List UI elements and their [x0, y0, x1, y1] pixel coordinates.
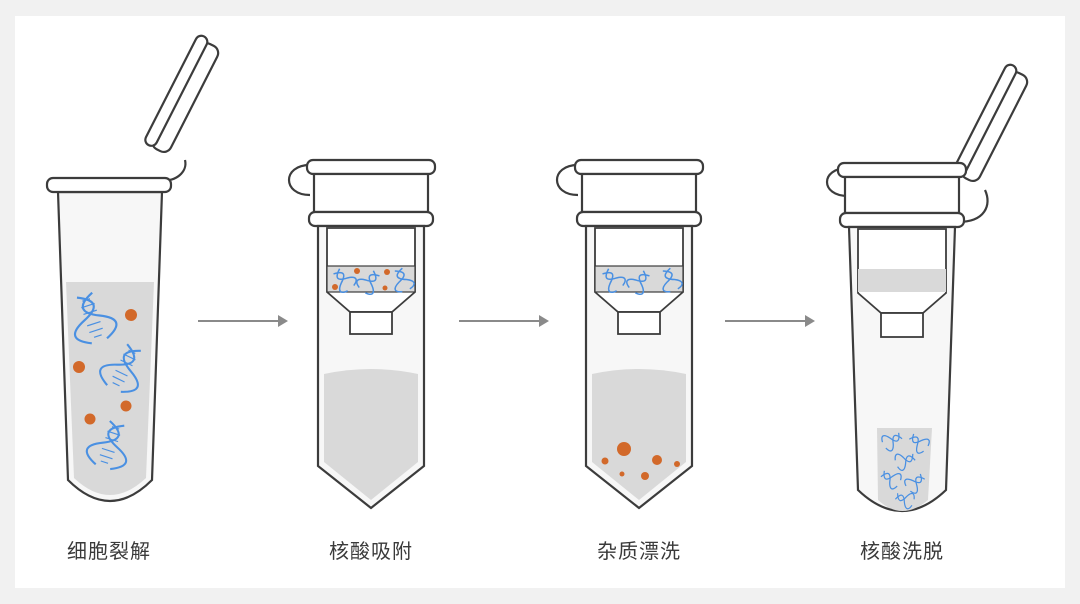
spin-column-tip — [880, 312, 924, 338]
cell-debris-icon — [384, 269, 390, 275]
tube-4-cap-body — [843, 175, 961, 215]
cell-debris-icon — [354, 268, 360, 274]
step-label-lysis: 细胞裂解 — [67, 539, 151, 563]
arrow-icon — [459, 315, 549, 327]
tube-2-cap-body — [312, 172, 430, 214]
tube-1-lysis — [45, 34, 220, 502]
tube-3-cap-body — [580, 172, 698, 214]
tube-2-cap-top — [305, 158, 437, 176]
cell-debris-icon — [652, 455, 662, 465]
cell-debris-icon — [120, 400, 132, 412]
tube-2-rim — [307, 210, 435, 228]
cell-debris-icon — [619, 471, 625, 477]
tube-4-rim — [838, 211, 966, 229]
tube-1-lysate — [66, 282, 154, 495]
cell-debris-icon — [332, 284, 338, 290]
tube-2-binding — [287, 158, 437, 510]
tube-1-rim — [45, 176, 173, 194]
cell-debris-icon — [617, 442, 631, 456]
tube-1-open-lid — [144, 34, 220, 154]
spin-column-tip — [617, 311, 661, 335]
tube-3-rim — [575, 210, 703, 228]
step-label-elution: 核酸洗脱 — [860, 539, 944, 563]
spin-column-tip — [349, 311, 393, 335]
step-label-wash: 杂质漂洗 — [597, 539, 681, 563]
cell-debris-icon — [84, 413, 96, 425]
cell-debris-icon — [674, 461, 680, 467]
arrow-icon — [725, 315, 815, 327]
cell-debris-icon — [601, 457, 609, 465]
tube-4-elution — [825, 63, 1029, 512]
tube-2-flowthrough — [324, 369, 418, 500]
arrow-icon — [198, 315, 288, 327]
tube-3-flowthrough — [592, 369, 686, 500]
cell-debris-icon — [125, 309, 137, 321]
tube-4-cap-top — [836, 161, 968, 179]
cell-debris-icon — [382, 285, 388, 291]
tube-3-cap-top — [573, 158, 705, 176]
cell-debris-icon — [641, 472, 649, 480]
filter-membrane — [858, 269, 946, 292]
step-label-binding: 核酸吸附 — [329, 539, 413, 563]
tube-3-wash — [555, 158, 705, 510]
cell-debris-icon — [73, 361, 85, 373]
tube-3-hinge — [555, 163, 579, 197]
tube-2-hinge — [287, 163, 311, 197]
